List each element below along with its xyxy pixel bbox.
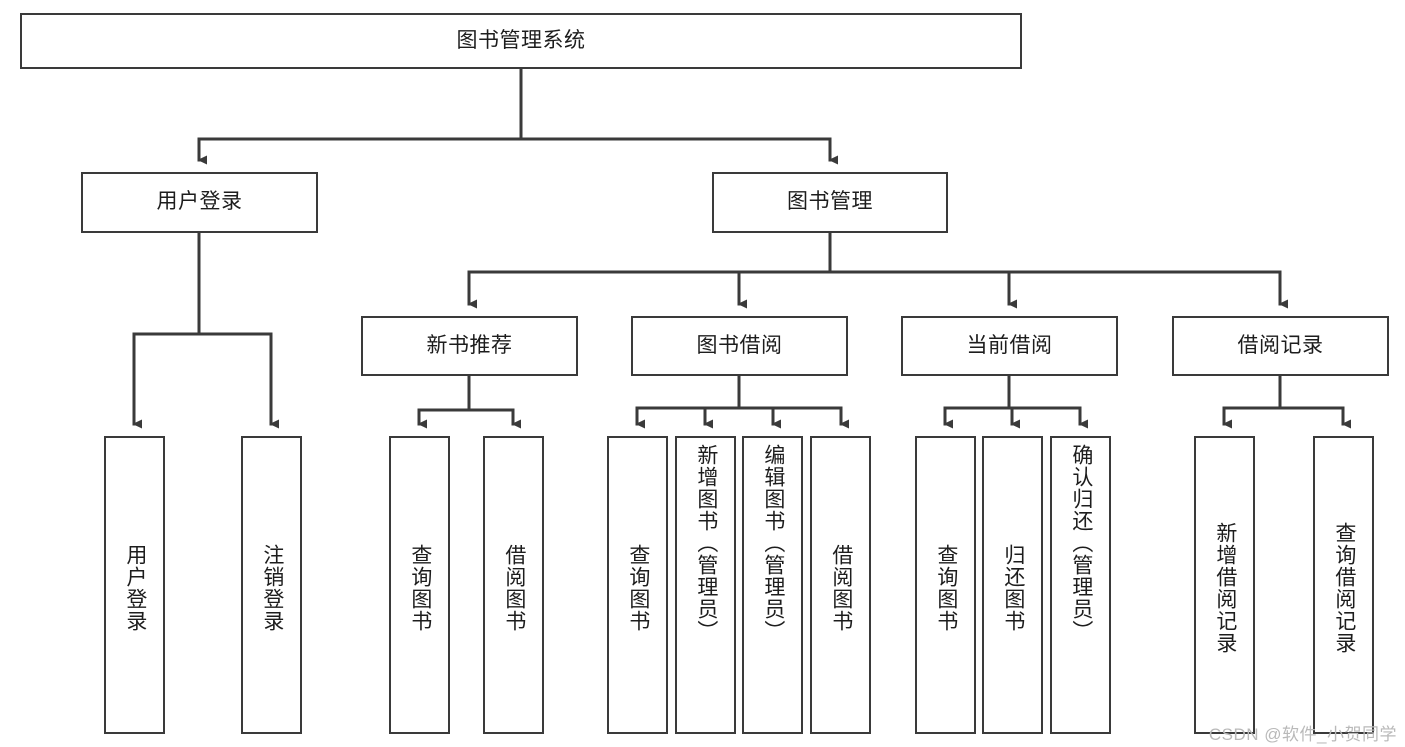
node-leaf-add-borrow-record[interactable]: 新增借阅记录 — [1194, 436, 1255, 734]
node-label: 新增图书（管理员） — [694, 444, 718, 642]
node-leaf-add-book-admin[interactable]: 新增图书（管理员） — [675, 436, 736, 734]
node-book-borrow[interactable]: 图书借阅 — [631, 316, 848, 376]
node-new-book-recommend[interactable]: 新书推荐 — [361, 316, 578, 376]
node-label: 图书管理 — [787, 190, 873, 214]
node-root-system[interactable]: 图书管理系统 — [20, 13, 1022, 69]
node-label: 图书借阅 — [696, 333, 783, 357]
node-label: 查询图书 — [408, 544, 432, 632]
node-label: 注销登录 — [260, 544, 284, 632]
node-leaf-return-book[interactable]: 归还图书 — [982, 436, 1043, 734]
node-label: 用户登录 — [123, 544, 147, 632]
node-borrow-record[interactable]: 借阅记录 — [1172, 316, 1389, 376]
node-label: 借阅图书 — [829, 544, 853, 632]
node-leaf-user-login[interactable]: 用户登录 — [104, 436, 165, 734]
node-leaf-borrow-book-recommend[interactable]: 借阅图书 — [483, 436, 544, 734]
node-label: 查询借阅记录 — [1332, 522, 1356, 654]
node-label: 确认归还（管理员） — [1069, 444, 1093, 642]
node-leaf-edit-book-admin[interactable]: 编辑图书（管理员） — [742, 436, 803, 734]
node-leaf-query-book-current[interactable]: 查询图书 — [915, 436, 976, 734]
node-label: 当前借阅 — [966, 333, 1053, 357]
node-leaf-borrow-book[interactable]: 借阅图书 — [810, 436, 871, 734]
node-label: 新增借阅记录 — [1213, 522, 1237, 654]
node-label: 编辑图书（管理员） — [761, 444, 785, 642]
node-book-management[interactable]: 图书管理 — [712, 172, 948, 233]
node-label: 归还图书 — [1001, 544, 1025, 632]
node-label: 查询图书 — [934, 544, 958, 632]
node-leaf-query-book-borrow[interactable]: 查询图书 — [607, 436, 668, 734]
node-label: 新书推荐 — [426, 333, 513, 357]
node-leaf-query-book-recommend[interactable]: 查询图书 — [389, 436, 450, 734]
node-label: 借阅记录 — [1237, 333, 1324, 357]
node-label: 查询图书 — [626, 544, 650, 632]
node-label: 用户登录 — [156, 190, 243, 214]
node-leaf-confirm-return-admin[interactable]: 确认归还（管理员） — [1050, 436, 1111, 734]
node-leaf-query-borrow-record[interactable]: 查询借阅记录 — [1313, 436, 1374, 734]
node-label: 借阅图书 — [502, 544, 526, 632]
node-user-login[interactable]: 用户登录 — [81, 172, 318, 233]
node-leaf-logout[interactable]: 注销登录 — [241, 436, 302, 734]
node-current-borrow[interactable]: 当前借阅 — [901, 316, 1118, 376]
node-label: 图书管理系统 — [456, 28, 586, 52]
